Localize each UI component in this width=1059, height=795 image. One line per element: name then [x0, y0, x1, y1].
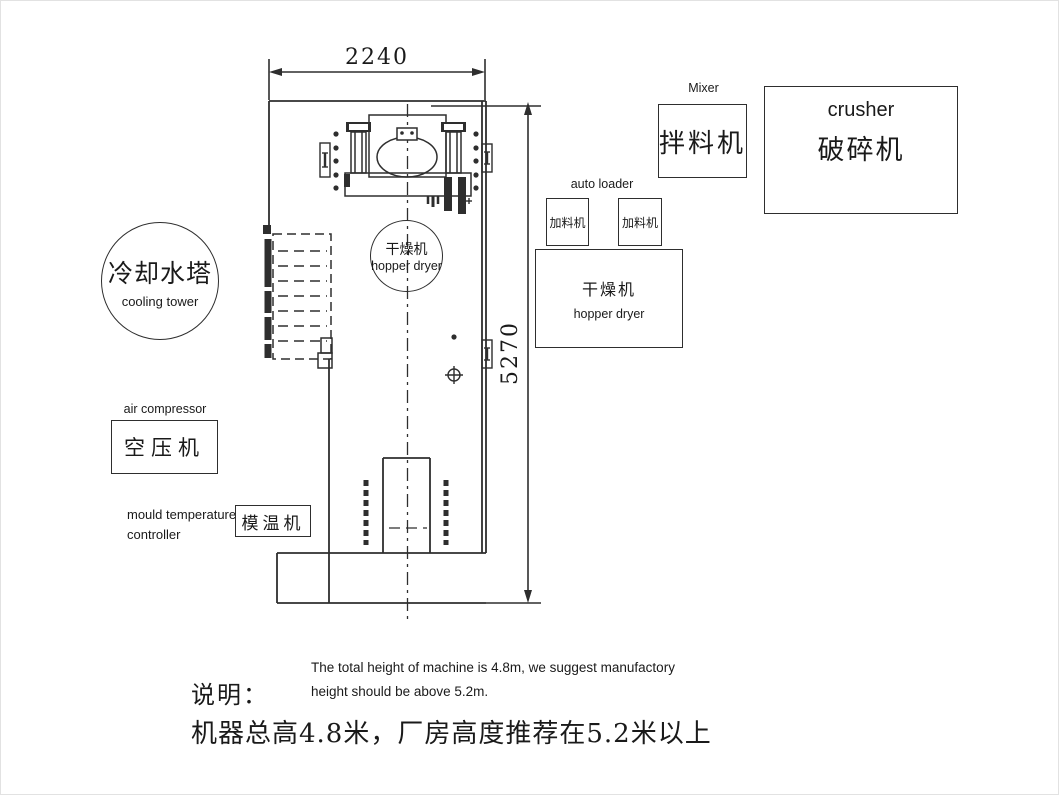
machine-outline — [268, 100, 487, 604]
mixer-label-en: Mixer — [688, 81, 719, 95]
air-compressor-label-en: air compressor — [123, 402, 207, 416]
side-brackets — [319, 142, 493, 369]
mixer-zh: 拌料机 — [659, 128, 747, 159]
machine-hopper-dryer-circle: 干燥机 hopper dryer — [370, 220, 443, 292]
hopper-dryer-unit-box: 干燥机 hopper dryer — [535, 249, 683, 348]
machine-hopper-dryer-en: hopper dryer — [371, 259, 442, 273]
note-chinese-line: 机器总高4.8米，厂房高度推荐在5.2米以上 — [191, 719, 712, 749]
clamping-unit-detail — [344, 114, 472, 214]
mixer-box: 拌料机 — [658, 104, 747, 178]
crusher-zh: 破碎机 — [817, 135, 905, 166]
air-compressor-box: 空压机 — [111, 420, 218, 474]
auto-loader-box-2: 加料机 — [618, 198, 662, 246]
auto-loader-label: auto loader — [570, 177, 634, 191]
mtc-zh: 模温机 — [241, 513, 305, 534]
note-english-line2: height should be above 5.2m. — [311, 684, 489, 699]
note-english-line1: The total height of machine is 4.8m, we … — [311, 660, 675, 675]
mtc-label-line1: mould temperature — [127, 507, 237, 522]
hopper-dryer-unit-en: hopper dryer — [573, 307, 645, 321]
machine-hopper-dryer-zh: 干燥机 — [385, 242, 428, 258]
safety-chains — [363, 480, 449, 545]
cooling-tower-en: cooling tower — [121, 293, 199, 309]
mtc-box: 模温机 — [235, 505, 311, 537]
note-heading: 说明： — [191, 681, 269, 709]
dimension-height-label: 5270 — [498, 321, 523, 385]
auto-loader-2-zh: 加料机 — [621, 215, 658, 230]
auto-loader-box-1: 加料机 — [546, 198, 589, 246]
door-guide-bar — [263, 225, 272, 358]
datum-target-symbol — [445, 366, 463, 384]
crusher-box: crusher 破碎机 — [764, 86, 958, 214]
safety-door-dashed — [272, 233, 333, 369]
cooling-tower-circle: 冷却水塔 cooling tower — [101, 222, 219, 340]
auto-loader-1-zh: 加料机 — [549, 215, 586, 230]
bolt-dots — [333, 131, 479, 340]
dimension-2240-lines — [268, 59, 486, 100]
dimension-width-label: 2240 — [345, 45, 409, 70]
air-compressor-zh: 空压机 — [124, 436, 205, 460]
hopper-dryer-unit-zh: 干燥机 — [581, 280, 636, 299]
machine-centerline — [389, 104, 427, 623]
cooling-tower-zh: 冷却水塔 — [107, 258, 212, 288]
crusher-en: crusher — [827, 99, 895, 121]
mtc-label-line2: controller — [127, 527, 181, 542]
